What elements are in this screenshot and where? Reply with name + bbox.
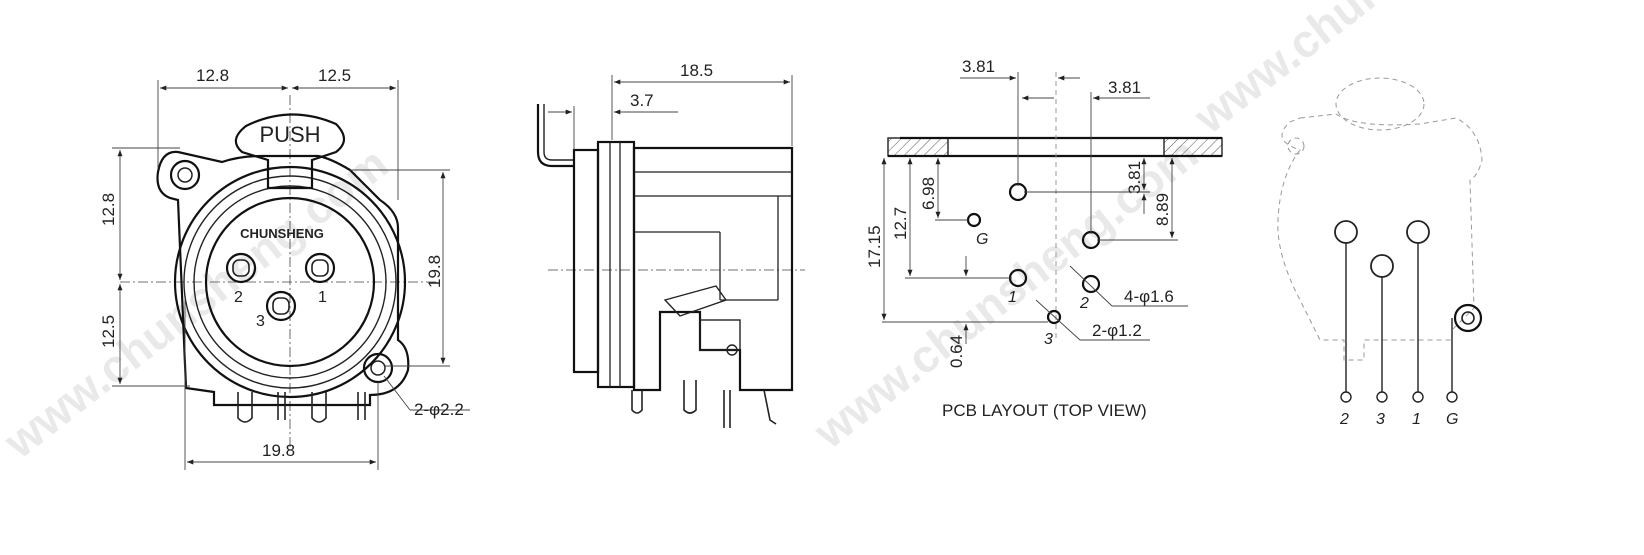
watermark-text: www.chunsheng.com	[0, 137, 397, 469]
hole-label: 3	[1044, 331, 1053, 348]
watermark-text: www.chunsheng.com	[1183, 0, 1587, 143]
pin-label: 1	[318, 289, 327, 306]
dim-bottom-width: 19.8	[262, 441, 295, 460]
pcb-hole	[1081, 274, 1101, 294]
dim-top-left: 12.8	[196, 66, 229, 85]
pcb-hole	[1008, 182, 1028, 202]
rear-pin	[1406, 220, 1430, 244]
dim-left-lower: 12.5	[99, 315, 118, 348]
pcb-caption: PCB LAYOUT (TOP VIEW)	[942, 401, 1147, 420]
hole-label: G	[976, 231, 988, 248]
dim-top-right: 12.5	[318, 66, 351, 85]
rear-pin	[1453, 303, 1483, 333]
pcb-layout: G 1 2 3 3.81 3.81 3.81 8.89 6.98 12.7 17…	[865, 57, 1223, 420]
dim-v-17-15: 17.15	[865, 225, 884, 268]
dim-holes-small: 2-φ1.2	[1092, 321, 1142, 340]
rear-pin-label: 2	[1339, 411, 1349, 428]
side-view: 18.5 3.7	[536, 61, 805, 428]
front-pin-socket	[304, 252, 336, 284]
dim-pitch-right: 3.81	[1108, 78, 1141, 97]
front-pin-socket	[225, 252, 257, 284]
dim-left-upper: 12.8	[99, 193, 118, 226]
pin-label: 3	[256, 313, 265, 330]
dim-holes-large: 4-φ1.6	[1124, 287, 1174, 306]
rear-pin-label: G	[1446, 411, 1458, 428]
hole-label: 2	[1079, 295, 1089, 312]
pcb-hole	[1046, 309, 1062, 325]
hole-label: 1	[1008, 289, 1017, 306]
dim-v-3-81: 3.81	[1125, 161, 1144, 194]
pcb-hole	[966, 212, 982, 228]
rear-pin	[1370, 254, 1394, 278]
front-flange-outline	[156, 150, 410, 407]
pin-label: 2	[234, 289, 243, 306]
brand-label: CHUNSHENG	[240, 226, 324, 241]
dim-mount-hole: 2-φ2.2	[414, 400, 464, 419]
front-terminals	[237, 392, 366, 423]
dim-right-height: 19.8	[425, 255, 444, 288]
dim-v-0-64: 0.64	[947, 335, 966, 368]
dim-pitch-left: 3.81	[962, 57, 995, 76]
dim-flange: 3.7	[630, 91, 654, 110]
rear-pin	[1334, 220, 1358, 244]
front-pin-socket	[265, 290, 297, 322]
rear-pin-label: 3	[1376, 411, 1385, 428]
dim-v-8-89: 8.89	[1153, 193, 1172, 226]
dim-v-6-98: 6.98	[919, 177, 938, 210]
front-view: PUSH CHUNSHENG 2 1 3 12.8 12	[99, 66, 470, 470]
dim-length: 18.5	[680, 61, 713, 80]
push-latch	[234, 113, 346, 190]
rear-pin-label: 1	[1412, 411, 1421, 428]
push-label: PUSH	[259, 122, 320, 147]
dim-v-12-7: 12.7	[891, 207, 910, 240]
rear-view: 2 3 1 G	[1277, 77, 1483, 428]
